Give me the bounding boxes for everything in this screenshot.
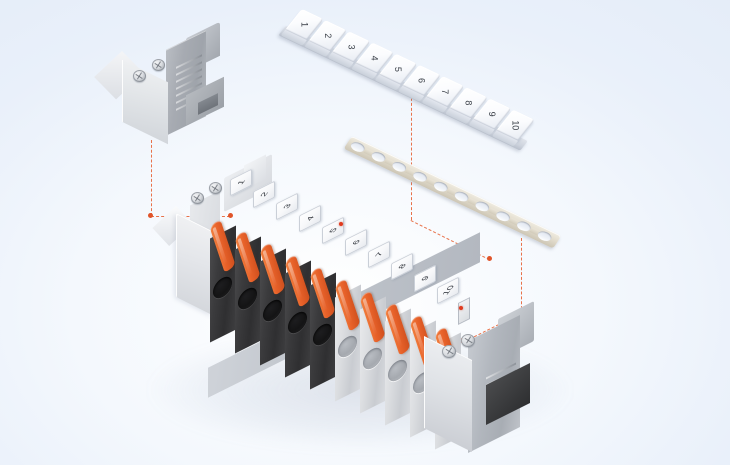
marker-strip[interactable]: 1 2 3 4 5 6 7 8 9 <box>278 8 590 153</box>
dash-dot-bracket-end <box>228 213 233 218</box>
red-dot-indicator <box>459 306 463 310</box>
dash-line-jumper-vertical <box>521 238 522 314</box>
left-end-cap-screw[interactable] <box>191 192 204 204</box>
pole-marker-tag[interactable]: 5 <box>322 216 344 245</box>
terminal-pole[interactable] <box>259 241 286 405</box>
red-dot-indicator <box>339 222 343 226</box>
end-bracket-screw[interactable] <box>152 59 165 71</box>
pole-marker-label: 8 <box>395 263 409 270</box>
right-end-cap-screw[interactable] <box>461 334 475 347</box>
pole-marker-label: 3 <box>280 203 294 210</box>
terminal-pole[interactable] <box>334 277 361 441</box>
pole-marker-label: 5 <box>326 227 340 234</box>
terminal-pole[interactable] <box>284 253 311 417</box>
marker-tag-label: 10 <box>510 120 521 131</box>
jumper-slot[interactable] <box>458 297 470 325</box>
pole-marker-tag[interactable]: 4 <box>299 204 321 233</box>
terminal-pole[interactable] <box>359 289 386 453</box>
end-bracket[interactable] <box>94 21 242 158</box>
terminal-pole[interactable] <box>209 218 236 382</box>
dash-line-bracket-vertical <box>151 140 152 216</box>
pole-marker-label: 2 <box>257 191 271 198</box>
pole-marker-tag[interactable]: 7 <box>368 240 390 269</box>
pole-marker-label: 10 <box>439 285 457 296</box>
dash-dot-marker-end <box>487 256 492 261</box>
pole-marker-label: 9 <box>418 275 432 282</box>
terminal-pole[interactable] <box>384 301 411 465</box>
pole-marker-label: 1 <box>234 179 248 186</box>
terminal-pole[interactable] <box>309 265 336 429</box>
dash-dot-bracket-start <box>148 213 153 218</box>
pole-marker-tag[interactable]: 3 <box>276 192 298 221</box>
end-bracket-screw[interactable] <box>133 70 146 82</box>
pole-marker-label: 6 <box>349 239 363 246</box>
left-end-cap <box>176 213 212 315</box>
pole-marker-label: 4 <box>303 215 317 222</box>
dash-line-marker-vertical <box>411 88 412 220</box>
pole-marker-tag[interactable]: 6 <box>345 228 367 257</box>
terminal-pole[interactable] <box>234 229 261 393</box>
pole-marker-label: 7 <box>372 251 386 258</box>
marker-strip-body: 1 2 3 4 5 6 7 8 9 <box>278 8 542 151</box>
terminal-block-assembly[interactable]: 1 2 3 4 <box>152 154 568 453</box>
right-end-cap-screw[interactable] <box>442 345 456 358</box>
left-end-cap-screw[interactable] <box>209 182 222 194</box>
